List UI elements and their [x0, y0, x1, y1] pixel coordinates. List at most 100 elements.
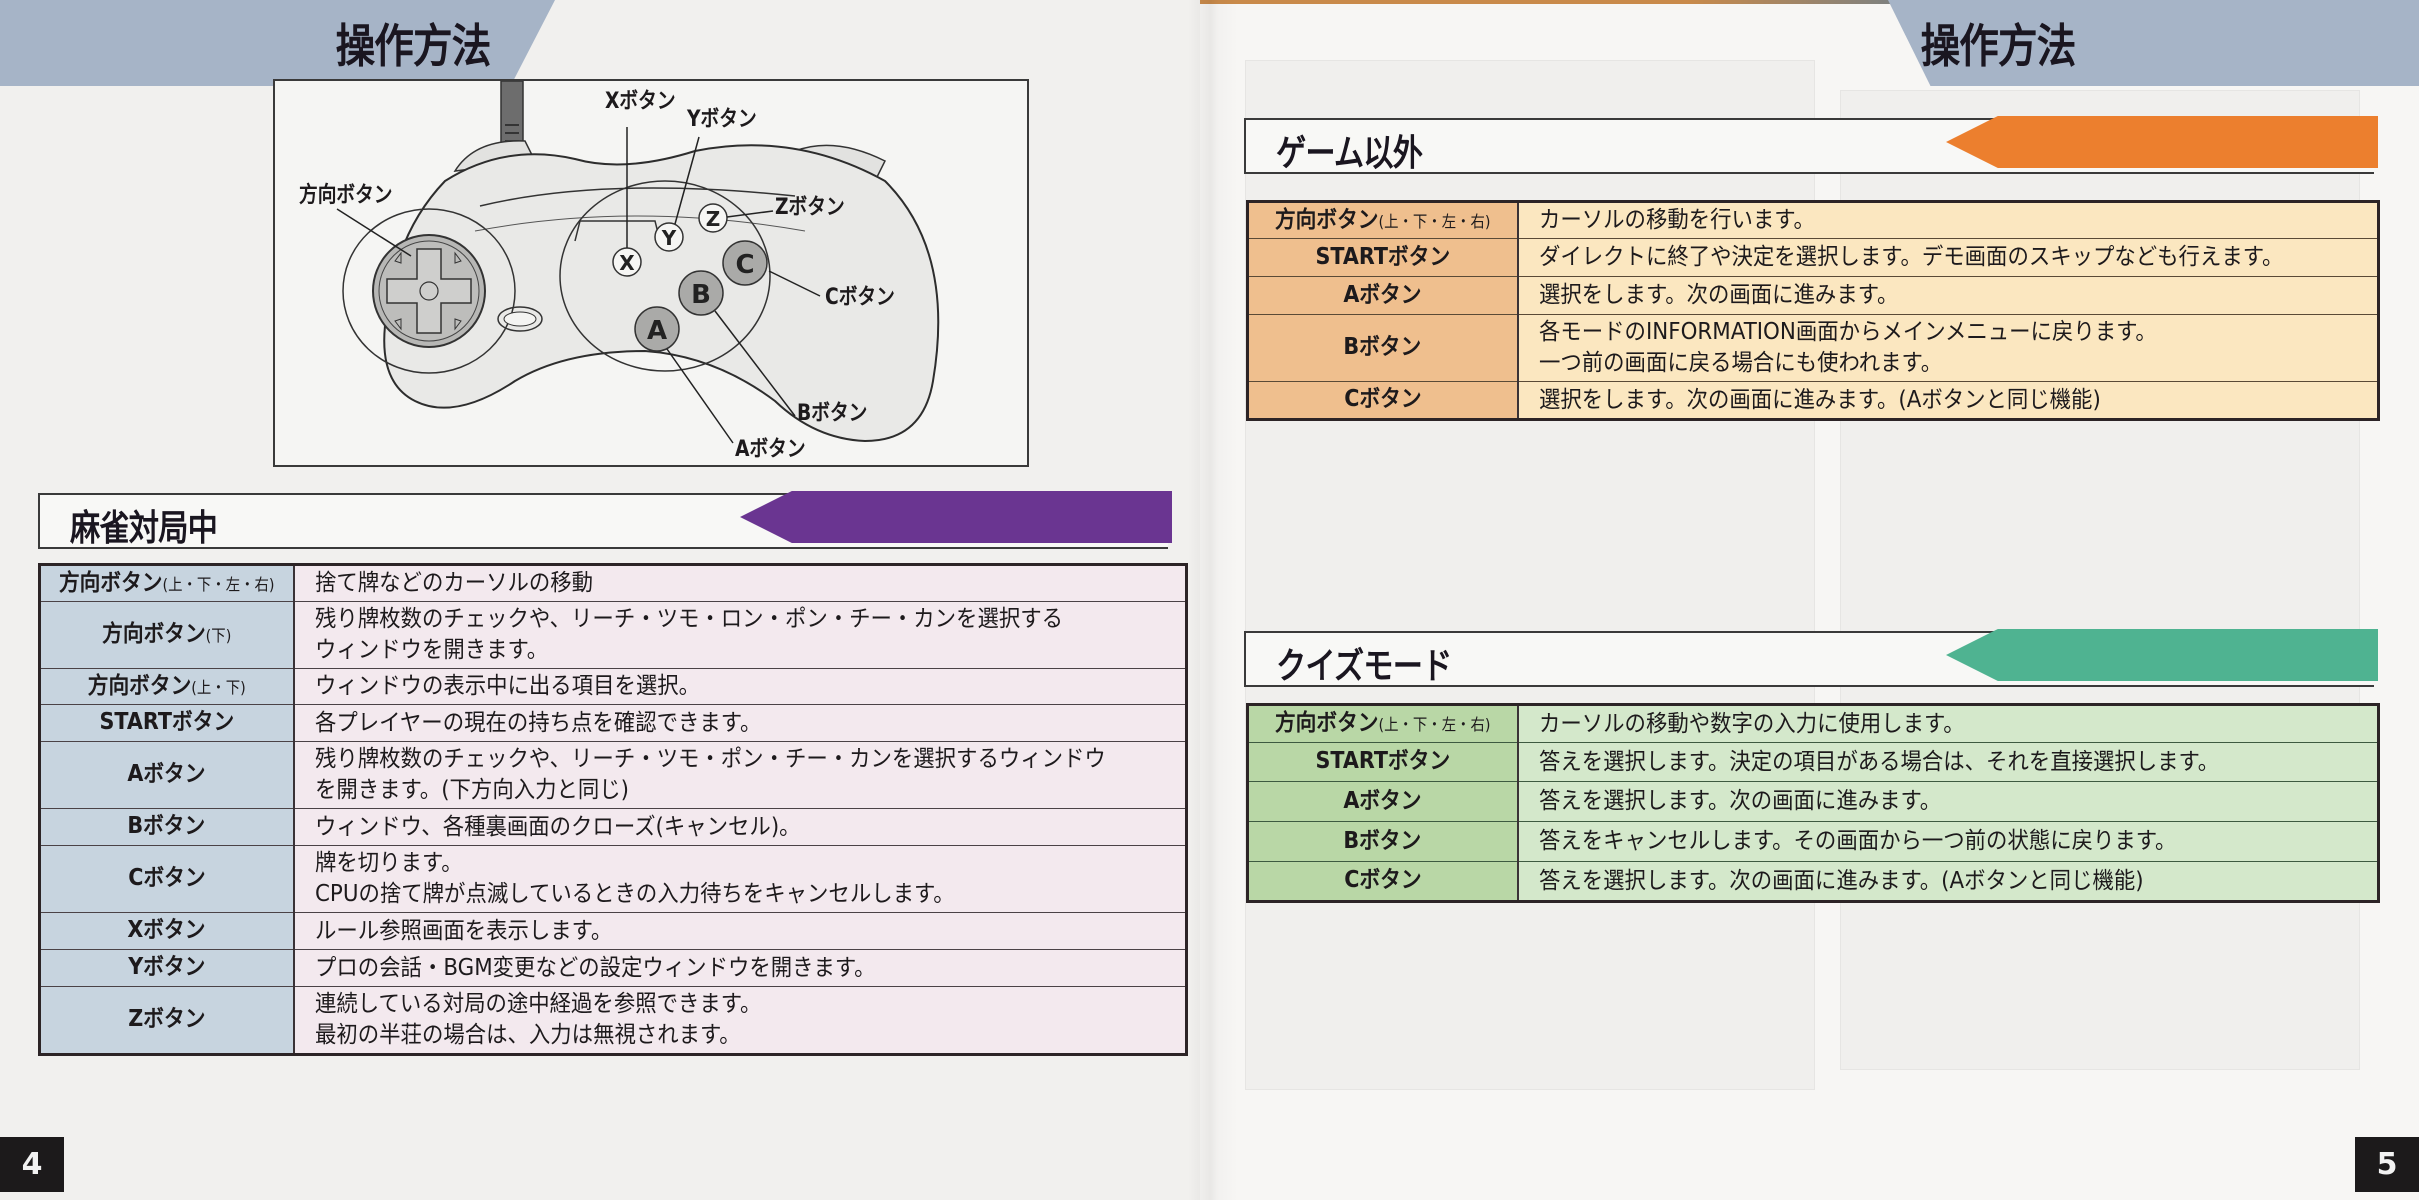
quiz-mode-controls-table: 方向ボタン(上・下・左・右) カーソルの移動や数字の入力に使用します。 STARTボ…	[1246, 703, 2380, 903]
button-name-label: Xボタン	[127, 917, 206, 943]
button-name-label: 方向ボタン	[1274, 710, 1379, 736]
description-cell: ウィンドウ、各種裏画面のクローズ(キャンセル)。	[293, 808, 1187, 846]
description-cell: 各モードのINFORMATION画面からメインメニューに戻ります。一つ前の画面に…	[1517, 314, 2379, 382]
svg-text:Z: Z	[706, 207, 721, 231]
description-line: 連続している対局の途中経過を参照できます。	[314, 991, 761, 1017]
button-name: Aボタン	[128, 759, 206, 791]
table-row: STARTボタン ダイレクトに終了や決定を選択します。デモ画面のスキップなども行え…	[1247, 238, 2379, 277]
button-name-label: Cボタン	[128, 865, 206, 891]
controller-diagram: X Y Z A B C 方向ボタン Xボタン Yボタン Zボタン Cボタン Bボ…	[273, 79, 1029, 467]
button-name-cell: Bボタン	[39, 808, 295, 846]
button-name: Cボタン	[1344, 865, 1421, 897]
description-line: 選択をします。次の画面に進みます。(Aボタンと同じ機能)	[1538, 386, 2101, 413]
table-row: Aボタン 答えを選択します。次の画面に進みます。	[1247, 781, 2379, 822]
description-cell: 答えをキャンセルします。その画面から一つ前の状態に戻ります。	[1517, 821, 2379, 862]
description-line: ルール参照画面を表示します。	[314, 917, 612, 944]
section-header-non-game: ゲーム以外	[1244, 116, 2378, 174]
table-row: Aボタン 選択をします。次の画面に進みます。	[1247, 276, 2379, 315]
mahjong-controls-table: 方向ボタン(上・下・左・右)捨て牌などのカーソルの移動方向ボタン(下)残り牌枚数…	[38, 563, 1188, 1056]
button-name: 方向ボタン(上・下・左・右)	[1275, 708, 1491, 740]
button-name: Aボタン	[1344, 786, 1422, 818]
description-cell: 連続している対局の途中経過を参照できます。最初の半荘の場合は、入力は無視されます…	[293, 986, 1187, 1055]
button-name: Yボタン	[128, 952, 205, 984]
button-name-label: Cボタン	[1344, 386, 1422, 412]
section-title: ゲーム以外	[1276, 133, 1423, 174]
button-name-label: STARTボタン	[1315, 243, 1451, 270]
description-cell: 捨て牌などのカーソルの移動	[293, 564, 1187, 602]
button-name-label: Bボタン	[127, 813, 206, 839]
svg-text:X: X	[619, 251, 635, 275]
description-cell: 選択をします。次の画面に進みます。	[1517, 276, 2379, 315]
table-row: Cボタン 牌を切ります。CPUの捨て牌が点滅しているときの入力待ちをキャンセルしま…	[39, 845, 1187, 913]
button-name-cell: Cボタン	[1247, 381, 1519, 420]
button-name-cell: Aボタン	[39, 741, 295, 809]
description-line: 各プレイヤーの現在の持ち点を確認できます。	[314, 709, 761, 736]
table-row: Xボタン ルール参照画面を表示します。	[39, 912, 1187, 950]
table-row: Bボタン 各モードのINFORMATION画面からメインメニューに戻ります。一つ前…	[1247, 314, 2379, 382]
button-name-cell: Xボタン	[39, 912, 295, 950]
page-number: 4	[0, 1137, 64, 1192]
description-line: 各モードのINFORMATION画面からメインメニューに戻ります。	[1538, 319, 2157, 345]
description-cell: 答えを選択します。次の画面に進みます。	[1517, 781, 2379, 822]
description-cell: 選択をします。次の画面に進みます。(Aボタンと同じ機能)	[1517, 381, 2379, 420]
button-name-cell: Yボタン	[39, 949, 295, 987]
button-name-cell: 方向ボタン(上・下)	[39, 668, 295, 705]
c-button-label: Cボタン	[825, 285, 895, 310]
section-title: 麻雀対局中	[70, 508, 218, 549]
table-row: 方向ボタン(上・下・左・右)カーソルの移動を行います。	[1247, 201, 2379, 239]
button-name-label: Bボタン	[1343, 334, 1422, 360]
section-header-quiz-mode: クイズモード	[1244, 629, 2378, 687]
button-name-cell: STARTボタン	[39, 704, 295, 742]
description-cell: 答えを選択します。次の画面に進みます。(Aボタンと同じ機能)	[1517, 861, 2379, 902]
description-cell: ウィンドウの表示中に出る項目を選択。	[293, 668, 1187, 705]
a-button-label: Aボタン	[735, 437, 806, 462]
button-name-label: Aボタン	[1343, 281, 1422, 308]
button-name-cell: Zボタン	[39, 986, 295, 1055]
x-button-label: Xボタン	[605, 89, 676, 114]
description-line: ウィンドウ、各種裏画面のクローズ(キャンセル)。	[314, 813, 801, 840]
button-name-label: Aボタン	[1343, 787, 1422, 814]
direction-qualifier: (下)	[205, 626, 232, 645]
description-line: 捨て牌などのカーソルの移動	[314, 570, 593, 596]
description-cell: 残り牌枚数のチェックや、リーチ・ツモ・ロン・ポン・チー・カンを選択するウィンドウ…	[293, 601, 1187, 669]
non-game-controls-table: 方向ボタン(上・下・左・右)カーソルの移動を行います。 STARTボタン ダイレクト…	[1246, 200, 2380, 421]
button-name-cell: STARTボタン	[1247, 742, 1519, 782]
table-row: 方向ボタン(上・下・左・右) 捨て牌などのカーソルの移動	[39, 564, 1187, 602]
page-title: 操作方法	[335, 19, 492, 73]
table-row: STARTボタン 各プレイヤーの現在の持ち点を確認できます。	[39, 704, 1187, 742]
button-name-cell: STARTボタン	[1247, 238, 1519, 277]
description-line: 答えをキャンセルします。その画面から一つ前の状態に戻ります。	[1538, 828, 2176, 854]
description-line: 選択をします。次の画面に進みます。	[1538, 282, 1898, 308]
page-number: 5	[2355, 1137, 2419, 1192]
button-name: Bボタン	[128, 811, 206, 843]
description-cell: 牌を切ります。CPUの捨て牌が点滅しているときの入力待ちをキャンセルします。	[293, 845, 1187, 913]
button-name-cell: Cボタン	[39, 845, 295, 913]
table-row: Bボタン ウィンドウ、各種裏画面のクローズ(キャンセル)。	[39, 808, 1187, 846]
button-name: Bボタン	[1344, 332, 1422, 364]
description-line: 一つ前の画面に戻る場合にも使われます。	[1538, 350, 1942, 376]
svg-text:A: A	[647, 316, 667, 346]
section-arrow-icon	[1946, 629, 2378, 681]
button-name-cell: 方向ボタン(上・下・左・右)	[39, 564, 295, 602]
direction-qualifier: (上・下・左・右)	[162, 574, 275, 594]
table-row: 方向ボタン(下)残り牌枚数のチェックや、リーチ・ツモ・ロン・ポン・チー・カンを選…	[39, 601, 1187, 669]
button-name-label: Zボタン	[128, 1006, 206, 1032]
description-line: 答えを選択します。次の画面に進みます。(Aボタンと同じ機能)	[1538, 867, 2144, 894]
svg-text:C: C	[735, 250, 754, 280]
table-row: Cボタン 答えを選択します。次の画面に進みます。(Aボタンと同じ機能)	[1247, 861, 2379, 902]
page-title-banner: 操作方法	[1888, 0, 2419, 86]
button-name-label: STARTボタン	[99, 709, 235, 735]
section-arrow-icon	[740, 491, 1172, 543]
description-cell: 残り牌枚数のチェックや、リーチ・ツモ・ポン・チー・カンを選択するウィンドウを開き…	[293, 741, 1187, 809]
description-line: カーソルの移動や数字の入力に使用します。	[1538, 710, 1965, 737]
description-line: CPUの捨て牌が点滅しているときの入力待ちをキャンセルします。	[314, 881, 955, 907]
button-name: Cボタン	[1344, 384, 1421, 416]
direction-qualifier: (上・下・左・右)	[1378, 211, 1491, 231]
button-name-label: 方向ボタン	[87, 672, 192, 699]
description-line: 答えを選択します。決定の項目がある場合は、それを直接選択します。	[1538, 748, 2219, 775]
table-row: Bボタン 答えをキャンセルします。その画面から一つ前の状態に戻ります。	[1247, 821, 2379, 862]
button-name-label: Bボタン	[1343, 827, 1422, 854]
description-line: ダイレクトに終了や決定を選択します。デモ画面のスキップなども行えます。	[1538, 244, 2283, 270]
button-name-cell: Bボタン	[1247, 314, 1519, 382]
right-page	[1200, 0, 2419, 1200]
